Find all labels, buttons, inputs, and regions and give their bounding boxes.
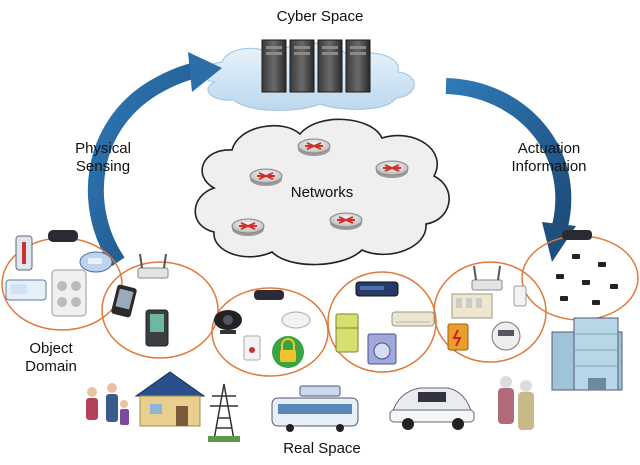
webcam-icon [214,310,242,334]
wifi-router-icon [471,265,503,291]
physical-sensing-label: Physical Sensing [58,140,148,176]
physical-sensing-line-2: Sensing [75,158,131,175]
sensor-node-icon [556,254,618,305]
network-hub-icon [355,281,399,297]
router [297,138,331,156]
breaker-panel-icon [451,293,493,319]
mobile-devices-ellipse [101,261,219,359]
security-devices-ellipse [211,287,329,377]
blood-pressure-monitor-icon [5,279,47,301]
battery-charger-icon [447,323,469,351]
electric-car-icon [389,387,475,430]
physical-sensing-arrow [87,52,222,267]
padlock-icon [272,336,304,368]
actuation-information-line-2: Information [511,158,587,175]
pda-icon [145,309,169,347]
object-domain-line-1: Object [29,340,73,357]
washing-machine-icon [367,333,397,365]
networks-label: Networks [290,184,354,201]
intercom-icon [243,335,261,361]
refrigerator-icon [335,313,359,353]
power-tower-icon [208,383,240,442]
router [249,168,283,186]
actuation-information-label: Actuation Information [494,140,604,176]
network-router-icon [231,138,409,236]
bus-icon [271,385,359,432]
router [375,160,409,178]
air-conditioner-icon [391,311,435,327]
server-unit [261,39,287,93]
actuation-information-line-1: Actuation [517,140,581,157]
elderly-couple-icon [498,376,534,430]
server-unit [289,39,315,93]
hub-device-icon [254,290,284,300]
office-building-icon [551,317,623,391]
server-unit [345,39,371,93]
electric-meter-icon [491,321,521,351]
object-domain-label: Object Domain [6,340,96,376]
thermometer-icon [15,235,33,271]
real-space-label: Real Space [283,440,361,457]
router [329,212,363,230]
smart-plug-icon [513,285,527,307]
mobile-phone-icon [111,284,137,318]
sensor-network-ellipse [521,235,639,321]
cyber-space-label: Cyber Space [276,8,364,25]
physical-sensing-line-1: Physical [75,140,131,157]
wifi-router-icon [137,253,169,279]
router [231,218,265,236]
family-people-icon [86,383,129,425]
home-appliances-ellipse [327,271,437,373]
server-rack-icon [261,39,371,93]
body-scale-icon [51,269,87,317]
glucose-meter-icon [79,251,113,273]
solar-house-icon [134,371,206,427]
server-unit [317,39,343,93]
gateway-device-icon [48,230,78,242]
object-domain-line-2: Domain [25,358,77,375]
smoke-detector-icon [281,311,311,329]
sensor-gateway-icon [562,230,592,240]
